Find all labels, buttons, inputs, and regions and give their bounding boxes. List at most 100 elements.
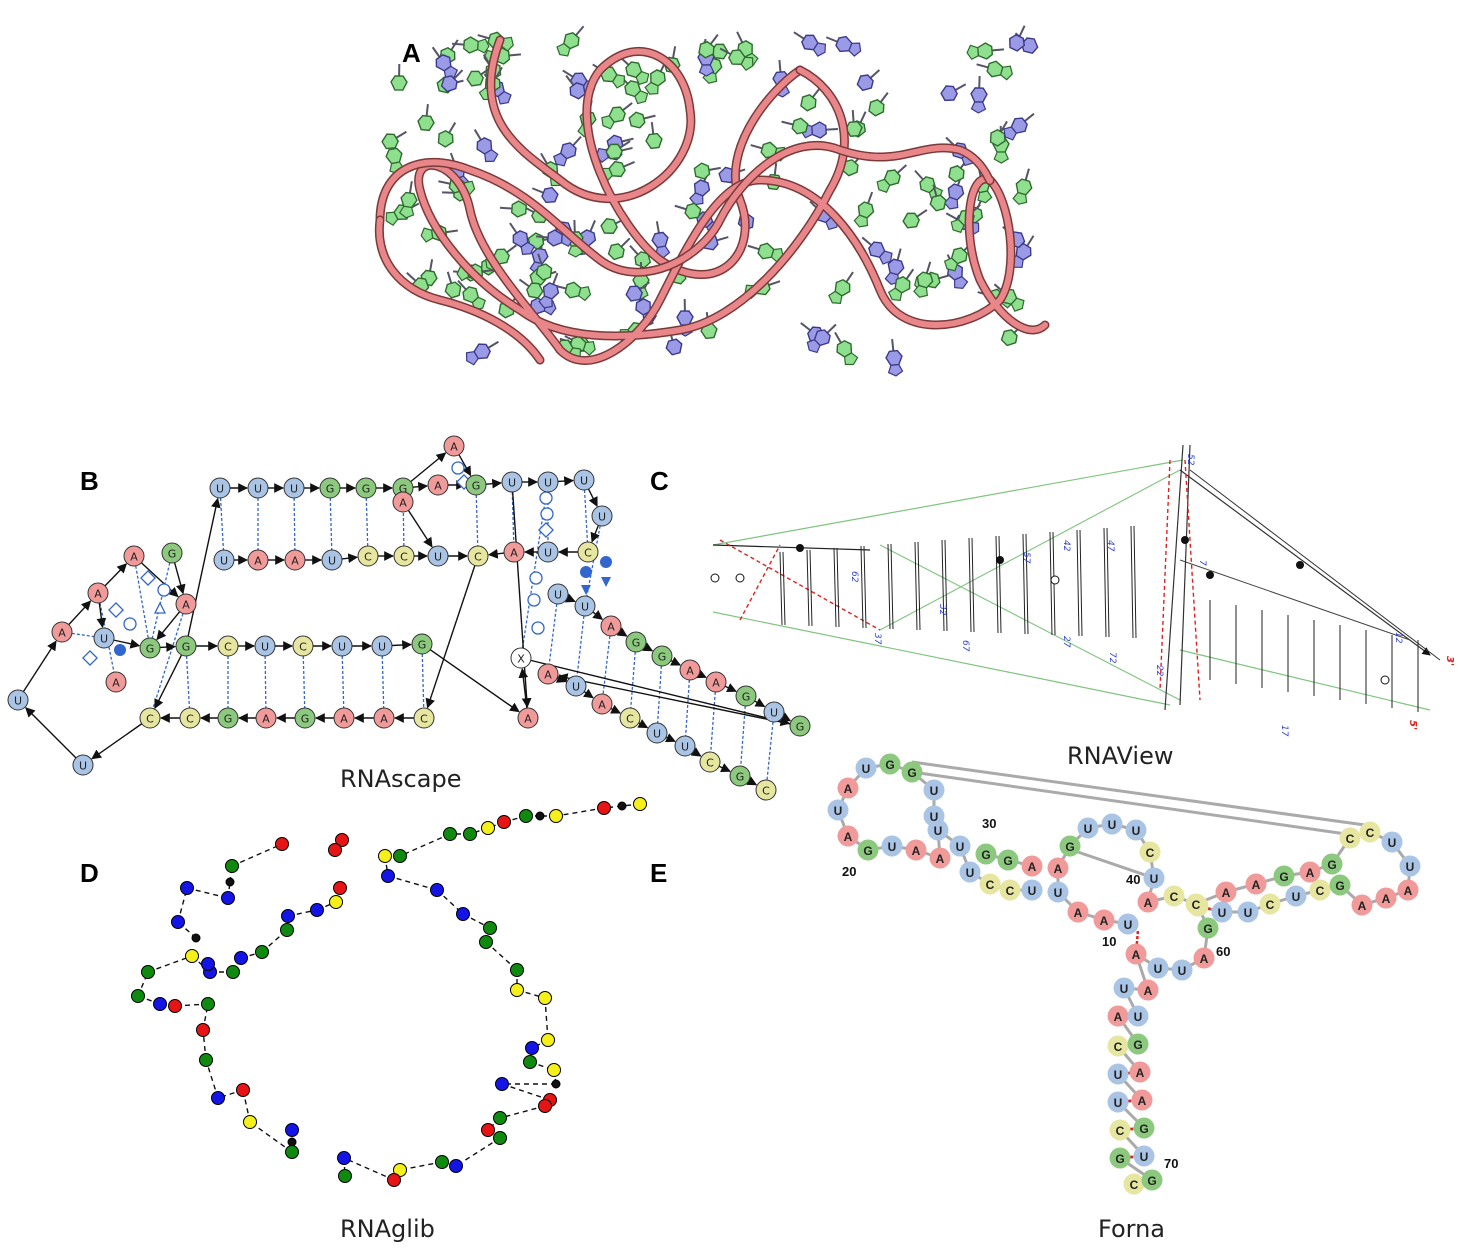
nucleotide-U: U <box>763 701 785 723</box>
graph-node <box>153 997 167 1011</box>
svg-text:C: C <box>1114 1040 1123 1054</box>
svg-text:U: U <box>1178 964 1187 978</box>
base-pair <box>149 603 187 719</box>
nucleobase <box>444 271 462 299</box>
pair-bar <box>833 547 837 628</box>
lw-circle <box>529 571 543 585</box>
svg-text:G: G <box>863 844 872 858</box>
svg-text:G: G <box>1003 854 1012 868</box>
svg-text:U: U <box>290 483 298 496</box>
nucleotide-X: X <box>510 647 532 669</box>
backbone-arrow <box>592 610 604 620</box>
forna-nucleotide-U: U <box>1101 813 1123 835</box>
pair-bar <box>1103 527 1107 638</box>
graph-node <box>443 827 457 841</box>
graph-node <box>633 797 647 811</box>
residue-number: 47 <box>1105 540 1115 552</box>
forna-label-60: 60 <box>1216 944 1230 959</box>
nucleobase <box>473 129 499 163</box>
edge <box>343 1157 395 1181</box>
graph-node <box>328 843 342 857</box>
nucleobase <box>887 268 915 301</box>
forna-diagram: CGGUCGUAUACGAUUAAUUAGCUUCUCGAAAUUCCGAGAA… <box>827 753 1421 1195</box>
pair-bar <box>1133 525 1137 639</box>
rnascape-pair-lines <box>61 479 775 791</box>
svg-text:G: G <box>1065 840 1074 854</box>
nucleobase <box>554 281 592 302</box>
pair-bar <box>1106 527 1110 638</box>
five-prime-label: 5' <box>1407 720 1418 730</box>
forna-nucleotide-A: A <box>837 777 859 799</box>
pair-bar <box>860 545 864 629</box>
forna-nucleotide-G: G <box>1127 1033 1149 1055</box>
pair-dot <box>1296 561 1304 569</box>
nucleotide-A: A <box>517 707 539 729</box>
backbone-arrow <box>780 712 792 722</box>
forna-nucleotide-A: A <box>905 839 927 861</box>
nucleobase <box>381 130 407 150</box>
svg-text:C: C <box>146 713 154 726</box>
rna-backbone-ribbon <box>374 35 1050 365</box>
base-pair <box>575 605 586 687</box>
nucleobase <box>440 69 464 93</box>
edge <box>485 941 518 971</box>
svg-text:C: C <box>186 713 194 726</box>
svg-text:A: A <box>94 588 102 601</box>
svg-text:U: U <box>254 483 262 496</box>
svg-text:U: U <box>1028 884 1037 898</box>
svg-text:A: A <box>1382 892 1391 906</box>
backbone-arrow <box>91 723 143 760</box>
nucleotide-U: U <box>574 595 596 617</box>
residue-number: 52 <box>1185 454 1195 466</box>
svg-text:A: A <box>1028 860 1037 874</box>
nucleotide-U: U <box>674 735 696 757</box>
noncanonical-line <box>719 539 881 631</box>
nucleobase <box>645 122 663 150</box>
nucleobase <box>431 46 459 79</box>
rnaglib-graph <box>131 797 647 1187</box>
forna-nucleotide-U: U <box>1113 977 1135 999</box>
svg-text:A: A <box>58 627 66 640</box>
svg-text:A: A <box>524 713 532 726</box>
pair-bar <box>941 539 945 632</box>
base-pair <box>133 555 151 649</box>
forna-nucleotide-C: C <box>1259 893 1281 915</box>
caption-rnaglib: RNAglib <box>340 1215 435 1243</box>
base-pair <box>185 645 191 719</box>
svg-text:U: U <box>1054 886 1063 900</box>
nucleotide-C: C <box>577 541 599 563</box>
graph-node <box>535 811 545 821</box>
lw-circle <box>157 583 171 597</box>
nucleotide-U: U <box>321 549 343 571</box>
nucleobase <box>1009 25 1026 52</box>
svg-text:C: C <box>400 551 408 564</box>
residue-number: 37 <box>872 633 882 645</box>
edge <box>186 887 229 899</box>
graph-node <box>191 933 201 943</box>
graph-node <box>333 881 347 895</box>
lw-triangle <box>153 601 167 614</box>
svg-text:A: A <box>340 713 348 726</box>
forna-nucleotide-G: G <box>1109 1147 1131 1169</box>
svg-text:C: C <box>584 547 592 560</box>
nucleotide-A: A <box>392 491 414 513</box>
svg-text:U: U <box>378 641 386 654</box>
graph-node <box>387 1173 401 1187</box>
backbone-arrow <box>341 553 359 564</box>
nucleotide-G: G <box>355 477 377 499</box>
residue-number: 12 <box>1393 632 1403 644</box>
nucleobase <box>828 271 854 304</box>
pair-bar <box>995 535 999 634</box>
nucleotide-G: G <box>729 765 751 787</box>
svg-text:G: G <box>1139 1122 1148 1136</box>
forna-nucleotide-A: A <box>1021 855 1043 877</box>
nucleobase <box>398 181 418 219</box>
svg-text:U: U <box>328 555 336 568</box>
pseudoknot-link <box>911 760 1373 828</box>
svg-text:C: C <box>420 713 428 726</box>
svg-text:A: A <box>544 669 552 682</box>
nucleobase <box>781 117 809 135</box>
base-pair <box>302 645 306 719</box>
svg-text:G: G <box>399 483 408 496</box>
